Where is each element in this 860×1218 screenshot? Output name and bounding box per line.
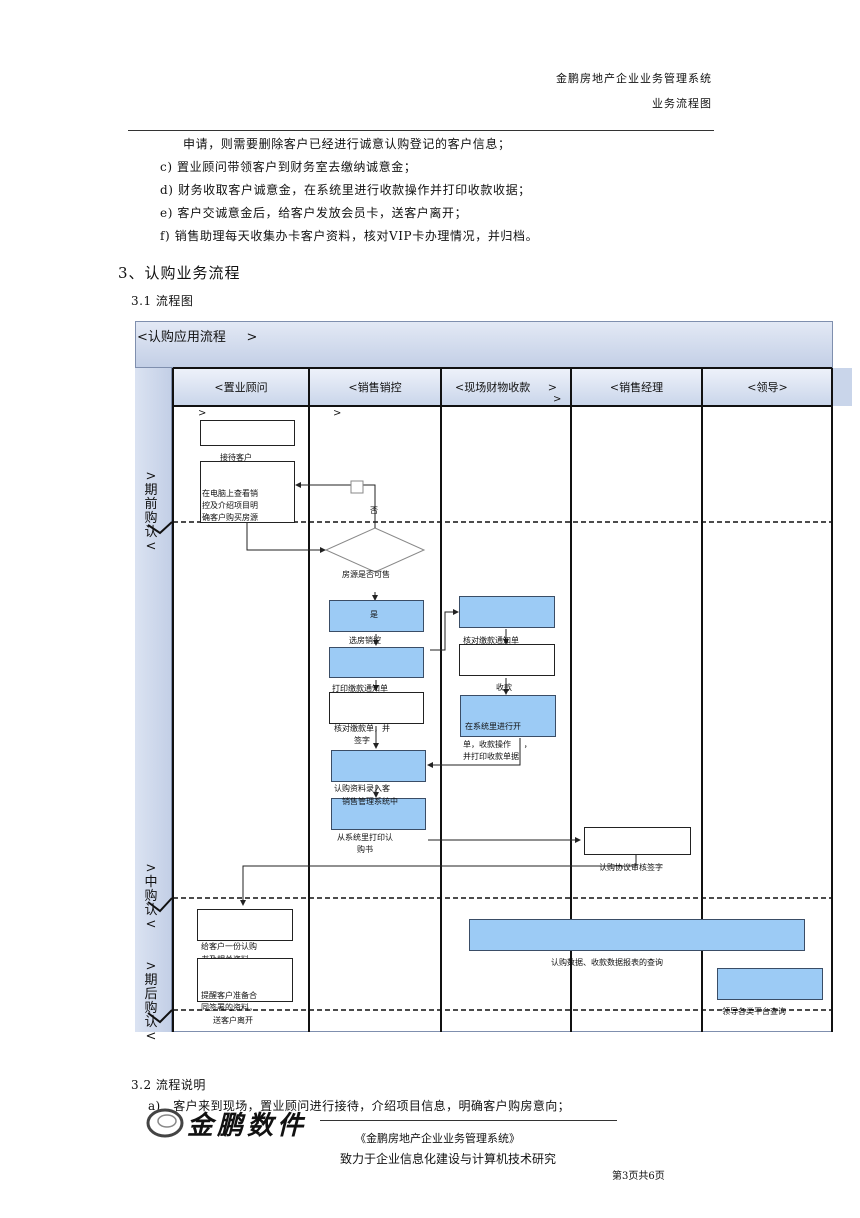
flow-title: <认购应用流程 > [137,330,258,345]
intro-line: c) 置业顾问带领客户到财务室去缴纳诚意金； [160,160,417,174]
intro-line: 申请，则需要删除客户已经进行诚意认购登记的客户信息； [183,137,511,151]
logo-swirl-icon [146,1108,184,1138]
process-box [197,909,293,941]
intro-line: d) 财务收取客户诚意金，在系统里进行收款操作并打印收款收据； [160,183,531,197]
logo-text: 金鹏数件 [187,1111,308,1141]
process-box-blue [459,596,555,628]
intro-line: f) 销售助理每天收集办卡客户资料，核对VIP卡办理情况，并归档。 [160,229,539,243]
label-check-notice: 核对缴款通知单 [463,636,519,645]
process-box [200,420,295,446]
stage-label-mid: > 中 购 认 < [144,861,158,932]
label-query-reports: 认购数据、收款数据报表的查询 [551,958,663,967]
process-box [584,827,691,855]
header-company-system: 金鹏房地产企业业务管理系统 [556,72,712,85]
stage-label-post: > 期 后 购 认 < [144,959,158,1044]
label-no: 否 [370,506,378,515]
intro-line: e) 客户交诚意金后，给客户发放会员卡，送客户离开； [160,206,468,220]
process-box-blue [329,647,424,678]
label-review-sign: 认购协议审核签字 [599,863,663,872]
header-rule [128,130,714,131]
header-doc-title: 业务流程图 [652,97,712,110]
stage-label-pre: > 期 前 购 认 < [144,469,158,554]
label-check-payment-sign: 核对缴款单，并 签字 [334,724,390,745]
process-box [329,692,424,724]
label-print-from-system: 从系统里打印认 购书 [337,833,393,854]
label-house-available: 房源是否可售 [342,570,390,579]
label-sales-system: 销售管理系统中 [342,797,398,806]
subsection-title: 3.2 流程说明 [131,1078,206,1092]
label-remind-contract: 提醒客户准备合 同签署的资料， [201,991,257,1012]
lane-header: <销售经理 [572,368,701,406]
lane-header: <现场财物收款 > [442,368,570,406]
label-receive-customer: 接待客户 [220,453,252,462]
label-print-payment-notice: 打印缴款通知单 [332,684,388,693]
lane-marker: > [553,394,562,405]
process-box-blue [460,695,556,737]
footer-slogan: 致力于企业信息化建设与计算机技术研究 [340,1152,557,1166]
lane-marker: > [333,408,342,419]
process-box-blue [331,798,426,830]
footer-system-name: 《金鹏房地产企业业务管理系统》 [355,1132,520,1145]
label-view-on-computer: 在电脑上查看销 控及介绍项目明 确客户购买房源 [202,489,258,522]
lane-header: <领导> [703,368,832,406]
lane-marker: > [198,408,207,419]
footer-rule [320,1120,617,1121]
subsection-title: 3.1 流程图 [131,294,194,308]
label-system-receipt-text: 单，收款操作 ， 并打印收款单据 [463,740,532,761]
process-box-blue [331,750,426,782]
process-box [459,644,555,676]
label-send-off: 送客户离开 [213,1016,253,1025]
process-box-blue [717,968,823,1000]
section-title: 3、认购业务流程 [118,264,241,282]
label-enter-info: 认购资料录入客 [334,784,390,793]
process-box [200,461,295,523]
flow-title-bar [135,321,833,368]
process-box-blue [329,600,424,632]
label-collect-money: 收款 [496,683,512,692]
label-leader-query: 领导各类平台查询 [722,1007,786,1016]
stage-column [135,368,172,1032]
page-number: 第3页共6页 [612,1171,665,1182]
label-yes: 是 [370,610,378,619]
lane-header: <置业顾问 [174,368,308,406]
lane-header: <销售销控 [310,368,440,406]
label-system-receipt: 在系统里进行开 [465,722,521,731]
process-box-blue [469,919,805,951]
desc-a: a) 客户来到现场，置业顾问进行接待，介绍项目信息，明确客户购房意向； [148,1099,571,1113]
label-choose-control: 选房销控 [349,636,381,645]
company-logo: 金鹏数件 [145,1103,320,1141]
process-box [197,958,293,1002]
